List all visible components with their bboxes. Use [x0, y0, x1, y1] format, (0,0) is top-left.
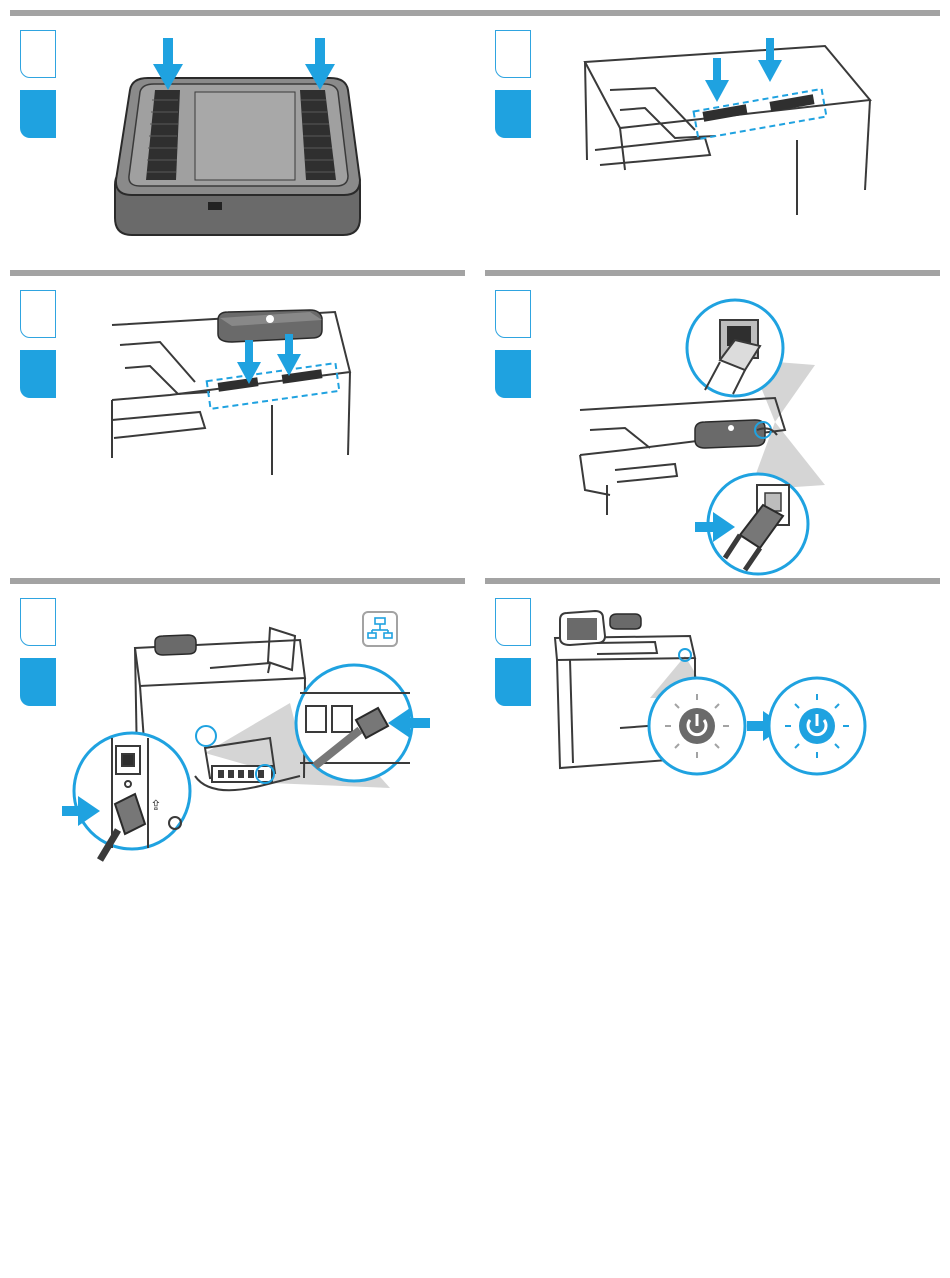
network-connection-illustration: ⇪	[60, 598, 465, 888]
step-4-panel	[485, 270, 940, 530]
down-arrow-icon	[705, 38, 782, 102]
step-3-panel	[10, 270, 465, 530]
step-number-box	[20, 290, 56, 338]
place-hub-illustration	[60, 290, 465, 525]
step-marker	[495, 658, 531, 706]
step-marker	[20, 658, 56, 706]
step-marker	[495, 90, 531, 138]
step-divider	[10, 10, 940, 16]
step-number-box	[20, 30, 56, 78]
step-5-panel: ⇪	[10, 578, 465, 838]
usb-connection-illustration	[535, 290, 940, 580]
hub-illustration	[60, 30, 465, 265]
step-2-panel	[485, 30, 940, 290]
step-number-box	[495, 290, 531, 338]
step-number-box	[495, 598, 531, 646]
step-divider	[485, 270, 940, 276]
step-divider	[10, 270, 465, 276]
step-marker	[495, 350, 531, 398]
step-divider	[485, 578, 940, 584]
usb-icon: ⇪	[150, 798, 162, 814]
printer-adhesive-illustration	[535, 30, 940, 265]
step-divider	[10, 578, 465, 584]
step-number-box	[495, 30, 531, 78]
step-number-box	[20, 598, 56, 646]
step-6-panel	[485, 578, 940, 838]
power-on-illustration	[535, 598, 940, 833]
step-marker	[20, 90, 56, 138]
step-marker	[20, 350, 56, 398]
